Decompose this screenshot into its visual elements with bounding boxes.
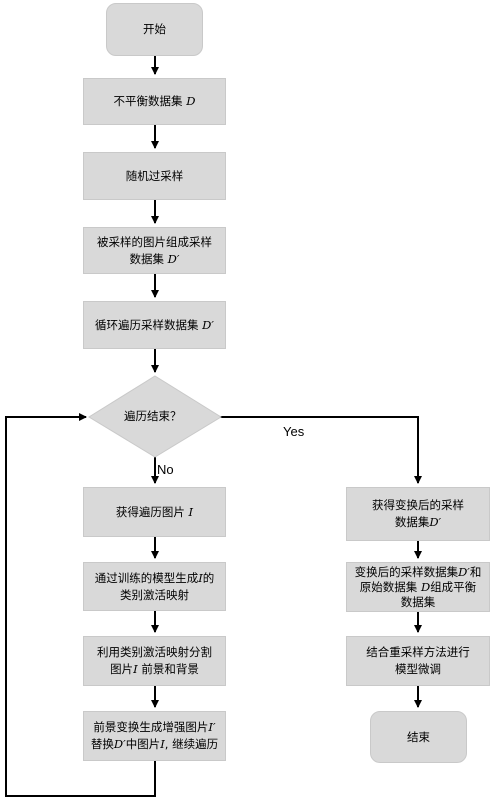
augment-line2-b: 中图片 bbox=[125, 737, 161, 751]
augment-var: I′ bbox=[208, 720, 216, 734]
dataset-label: 不平衡数据集 bbox=[113, 94, 187, 108]
random-oversample-label: 随机过采样 bbox=[125, 168, 184, 183]
augment-var-d: D′ bbox=[113, 737, 126, 751]
compose-line1: 被采样的图片组成采样 bbox=[97, 234, 212, 249]
loop-node: 循环遍历采样数据集 D′ bbox=[83, 301, 226, 349]
get-transformed-line1: 获得变换后的采样 bbox=[372, 498, 464, 512]
compose-var: D′ bbox=[167, 251, 180, 266]
compose-line2: 数据集 bbox=[129, 251, 168, 266]
no-label: No bbox=[157, 462, 174, 477]
train-cam-line1: 通过训练的模型生成 bbox=[94, 570, 199, 585]
get-image-node: 获得遍历图片 I bbox=[83, 487, 226, 537]
get-transformed-node: 获得变换后的采样 数据集D′ bbox=[346, 487, 490, 541]
split-line2-tail: 前景和背景 bbox=[137, 662, 199, 676]
loop-back-connector bbox=[5, 413, 156, 797]
finetune-line1: 结合重采样方法进行 bbox=[366, 645, 470, 659]
split-var: I bbox=[133, 662, 138, 676]
augment-var-i: I bbox=[160, 737, 165, 751]
merge-node: 变换后的采样数据集D′和 原始数据集 D组成平衡 数据集 bbox=[346, 562, 490, 612]
decision-diamond bbox=[88, 375, 222, 458]
train-cam-line2: 类别激活映射 bbox=[119, 587, 189, 602]
dataset-var: D bbox=[186, 94, 196, 108]
train-cam-line1-tail: 的 bbox=[202, 570, 215, 585]
yes-label: Yes bbox=[283, 424, 305, 439]
arrow-decision-yes bbox=[220, 416, 422, 484]
get-image-label: 获得遍历图片 bbox=[115, 504, 189, 519]
compose-sample-node: 被采样的图片组成采样 数据集 D′ bbox=[83, 227, 226, 274]
end-node: 结束 bbox=[370, 711, 467, 763]
augment-node: 前景变换生成增强图片I′ 替换D′中图片I, 继续遍历 bbox=[83, 711, 226, 761]
augment-line2-a: 替换 bbox=[90, 737, 114, 751]
get-image-var: I bbox=[188, 504, 194, 519]
decision-label: 遍历结束？ bbox=[124, 409, 182, 423]
train-cam-node: 通过训练的模型生成I的 类别激活映射 bbox=[83, 562, 226, 611]
split-line1: 利用类别激活映射分割 bbox=[97, 645, 212, 659]
split-line2: 图片 bbox=[110, 662, 134, 676]
get-transformed-line2: 数据集 bbox=[394, 515, 430, 529]
augment-line2-c: , 继续遍历 bbox=[164, 737, 219, 751]
random-oversample-node: 随机过采样 bbox=[83, 152, 226, 200]
split-node: 利用类别激活映射分割 图片I 前景和背景 bbox=[83, 636, 226, 686]
start-label: 开始 bbox=[143, 22, 166, 36]
finetune-line2: 模型微调 bbox=[395, 662, 441, 676]
merge-line1-tail: 和 bbox=[469, 564, 482, 579]
get-transformed-var: D′ bbox=[429, 515, 442, 529]
merge-var-d-prime: D′ bbox=[458, 564, 470, 579]
train-cam-var: I bbox=[198, 570, 203, 585]
dataset-node: 不平衡数据集 D bbox=[83, 78, 226, 125]
merge-line1: 变换后的采样数据集 bbox=[354, 564, 459, 579]
merge-line2-tail: 组成平衡 bbox=[430, 579, 477, 594]
merge-var-d: D bbox=[420, 579, 431, 594]
loop-var: D′ bbox=[202, 317, 214, 332]
augment-line1: 前景变换生成增强图片 bbox=[93, 720, 209, 734]
loop-label: 循环遍历采样数据集 bbox=[95, 317, 203, 332]
end-label: 结束 bbox=[407, 729, 430, 744]
start-node: 开始 bbox=[106, 3, 203, 56]
merge-line3: 数据集 bbox=[400, 594, 436, 609]
merge-line2: 原始数据集 bbox=[359, 579, 421, 594]
finetune-node: 结合重采样方法进行 模型微调 bbox=[346, 636, 490, 686]
